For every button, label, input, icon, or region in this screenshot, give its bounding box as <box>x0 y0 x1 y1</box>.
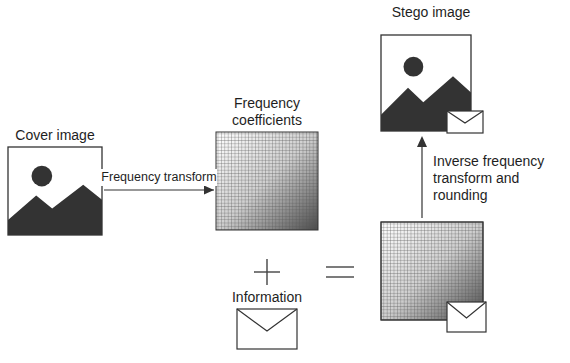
edge-label: Frequency transform <box>101 169 216 186</box>
inverse-arrow <box>417 136 427 218</box>
cover-image: Cover image <box>7 127 103 236</box>
node-picture <box>215 131 319 231</box>
node-heading: Frequency coefficients <box>215 95 319 129</box>
envelope-icon <box>447 302 486 332</box>
plus-sign <box>254 259 280 285</box>
node-heading: Cover image <box>7 127 103 144</box>
node-picture <box>375 23 487 135</box>
arrow-connector <box>104 186 214 195</box>
envelope-icon <box>237 309 297 349</box>
stego-image: Stego image <box>375 4 487 135</box>
information-envelope: Information <box>222 289 312 350</box>
node-picture <box>236 308 298 350</box>
frequency-coefficients: Frequency coefficients <box>215 95 319 231</box>
node-heading: Stego image <box>375 4 487 21</box>
equals-sign <box>326 267 354 277</box>
node-picture <box>7 146 103 236</box>
envelope-icon <box>447 111 483 133</box>
step-label: Inverse frequency transform and rounding <box>433 153 555 204</box>
landscape-picture <box>8 147 102 235</box>
coefficient-grid <box>216 132 318 230</box>
node-heading: Information <box>222 289 312 306</box>
